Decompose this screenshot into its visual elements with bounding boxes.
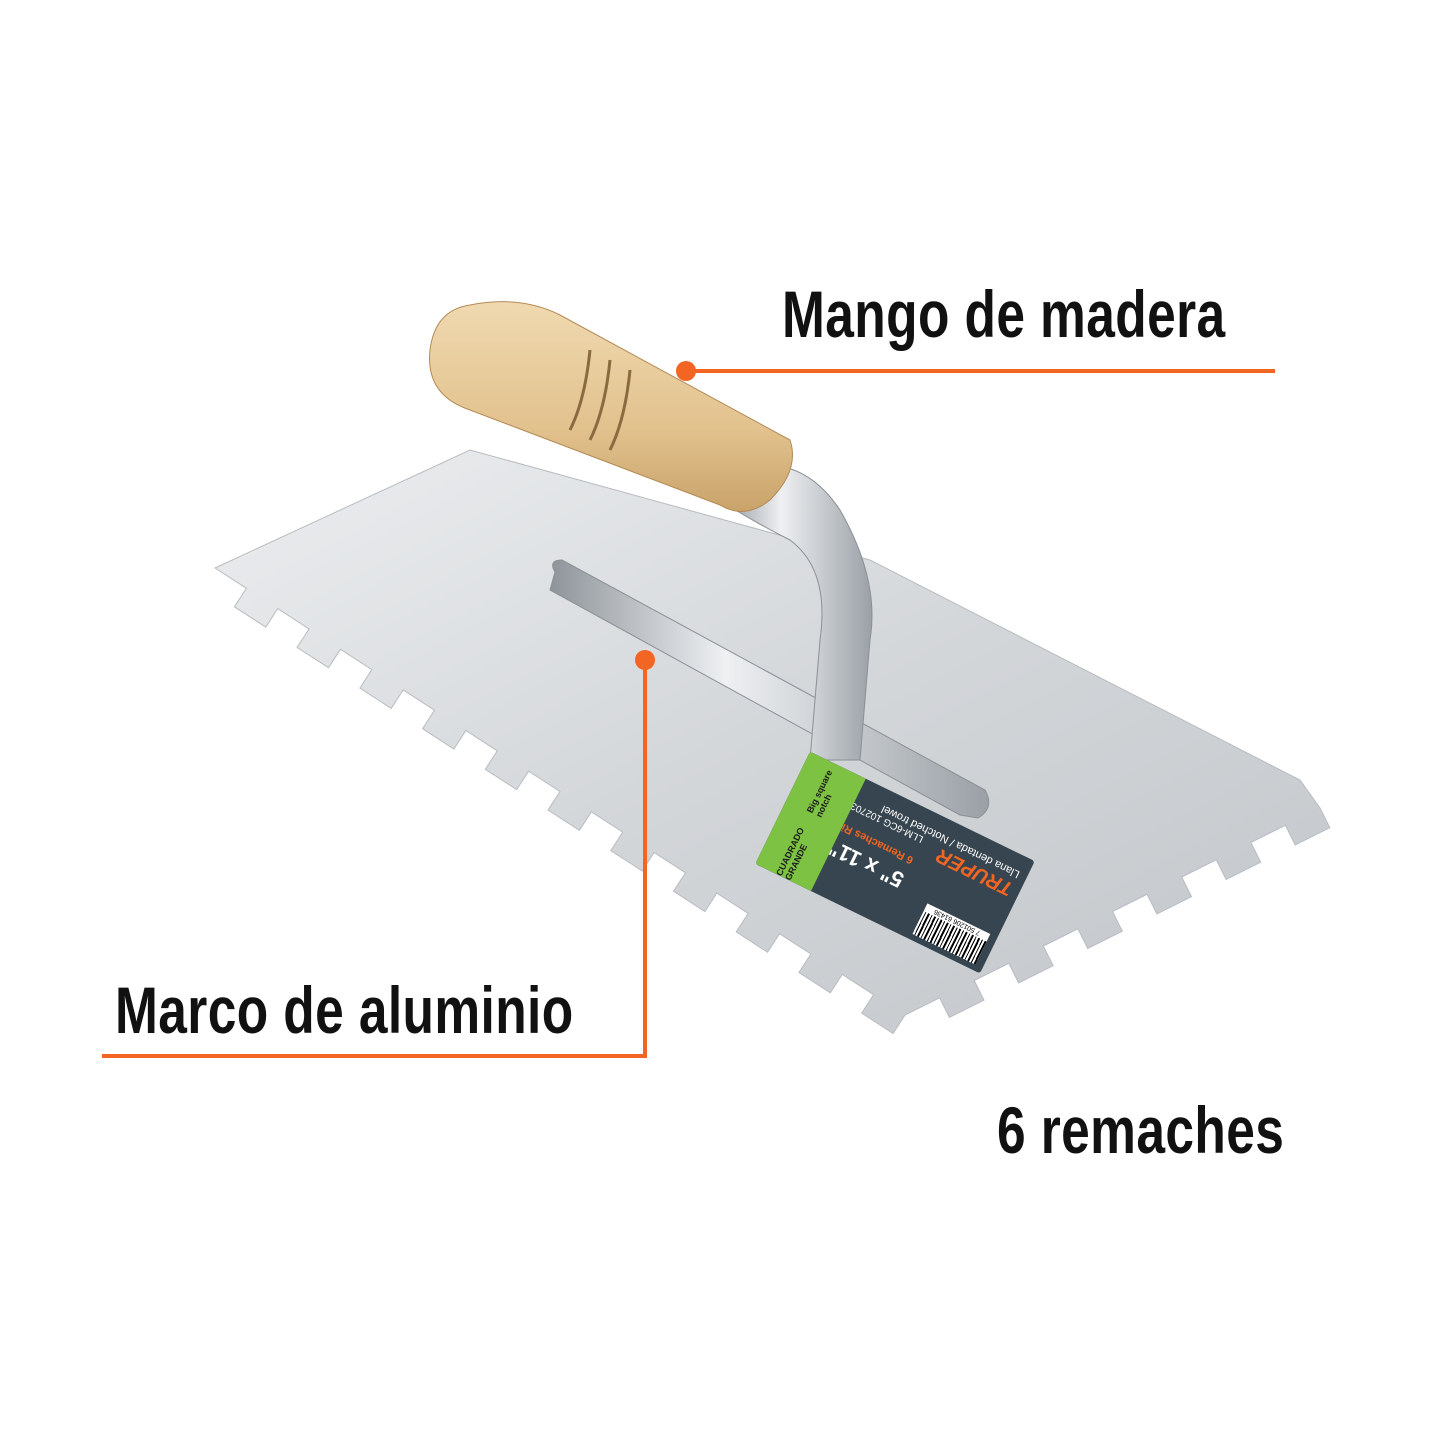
wooden-handle (429, 301, 793, 512)
aluminum-frame-bar (549, 559, 990, 819)
notched-blade (213, 449, 1331, 1035)
aluminum-handle-neck (719, 464, 873, 761)
callout-frame: Marco de aluminio (115, 973, 574, 1047)
callout-handle: Mango de madera (782, 277, 1226, 351)
callout-rivets: 6 remaches (997, 1093, 1285, 1167)
callout-line-handle (676, 361, 1275, 381)
callout-line-frame (102, 650, 655, 1058)
